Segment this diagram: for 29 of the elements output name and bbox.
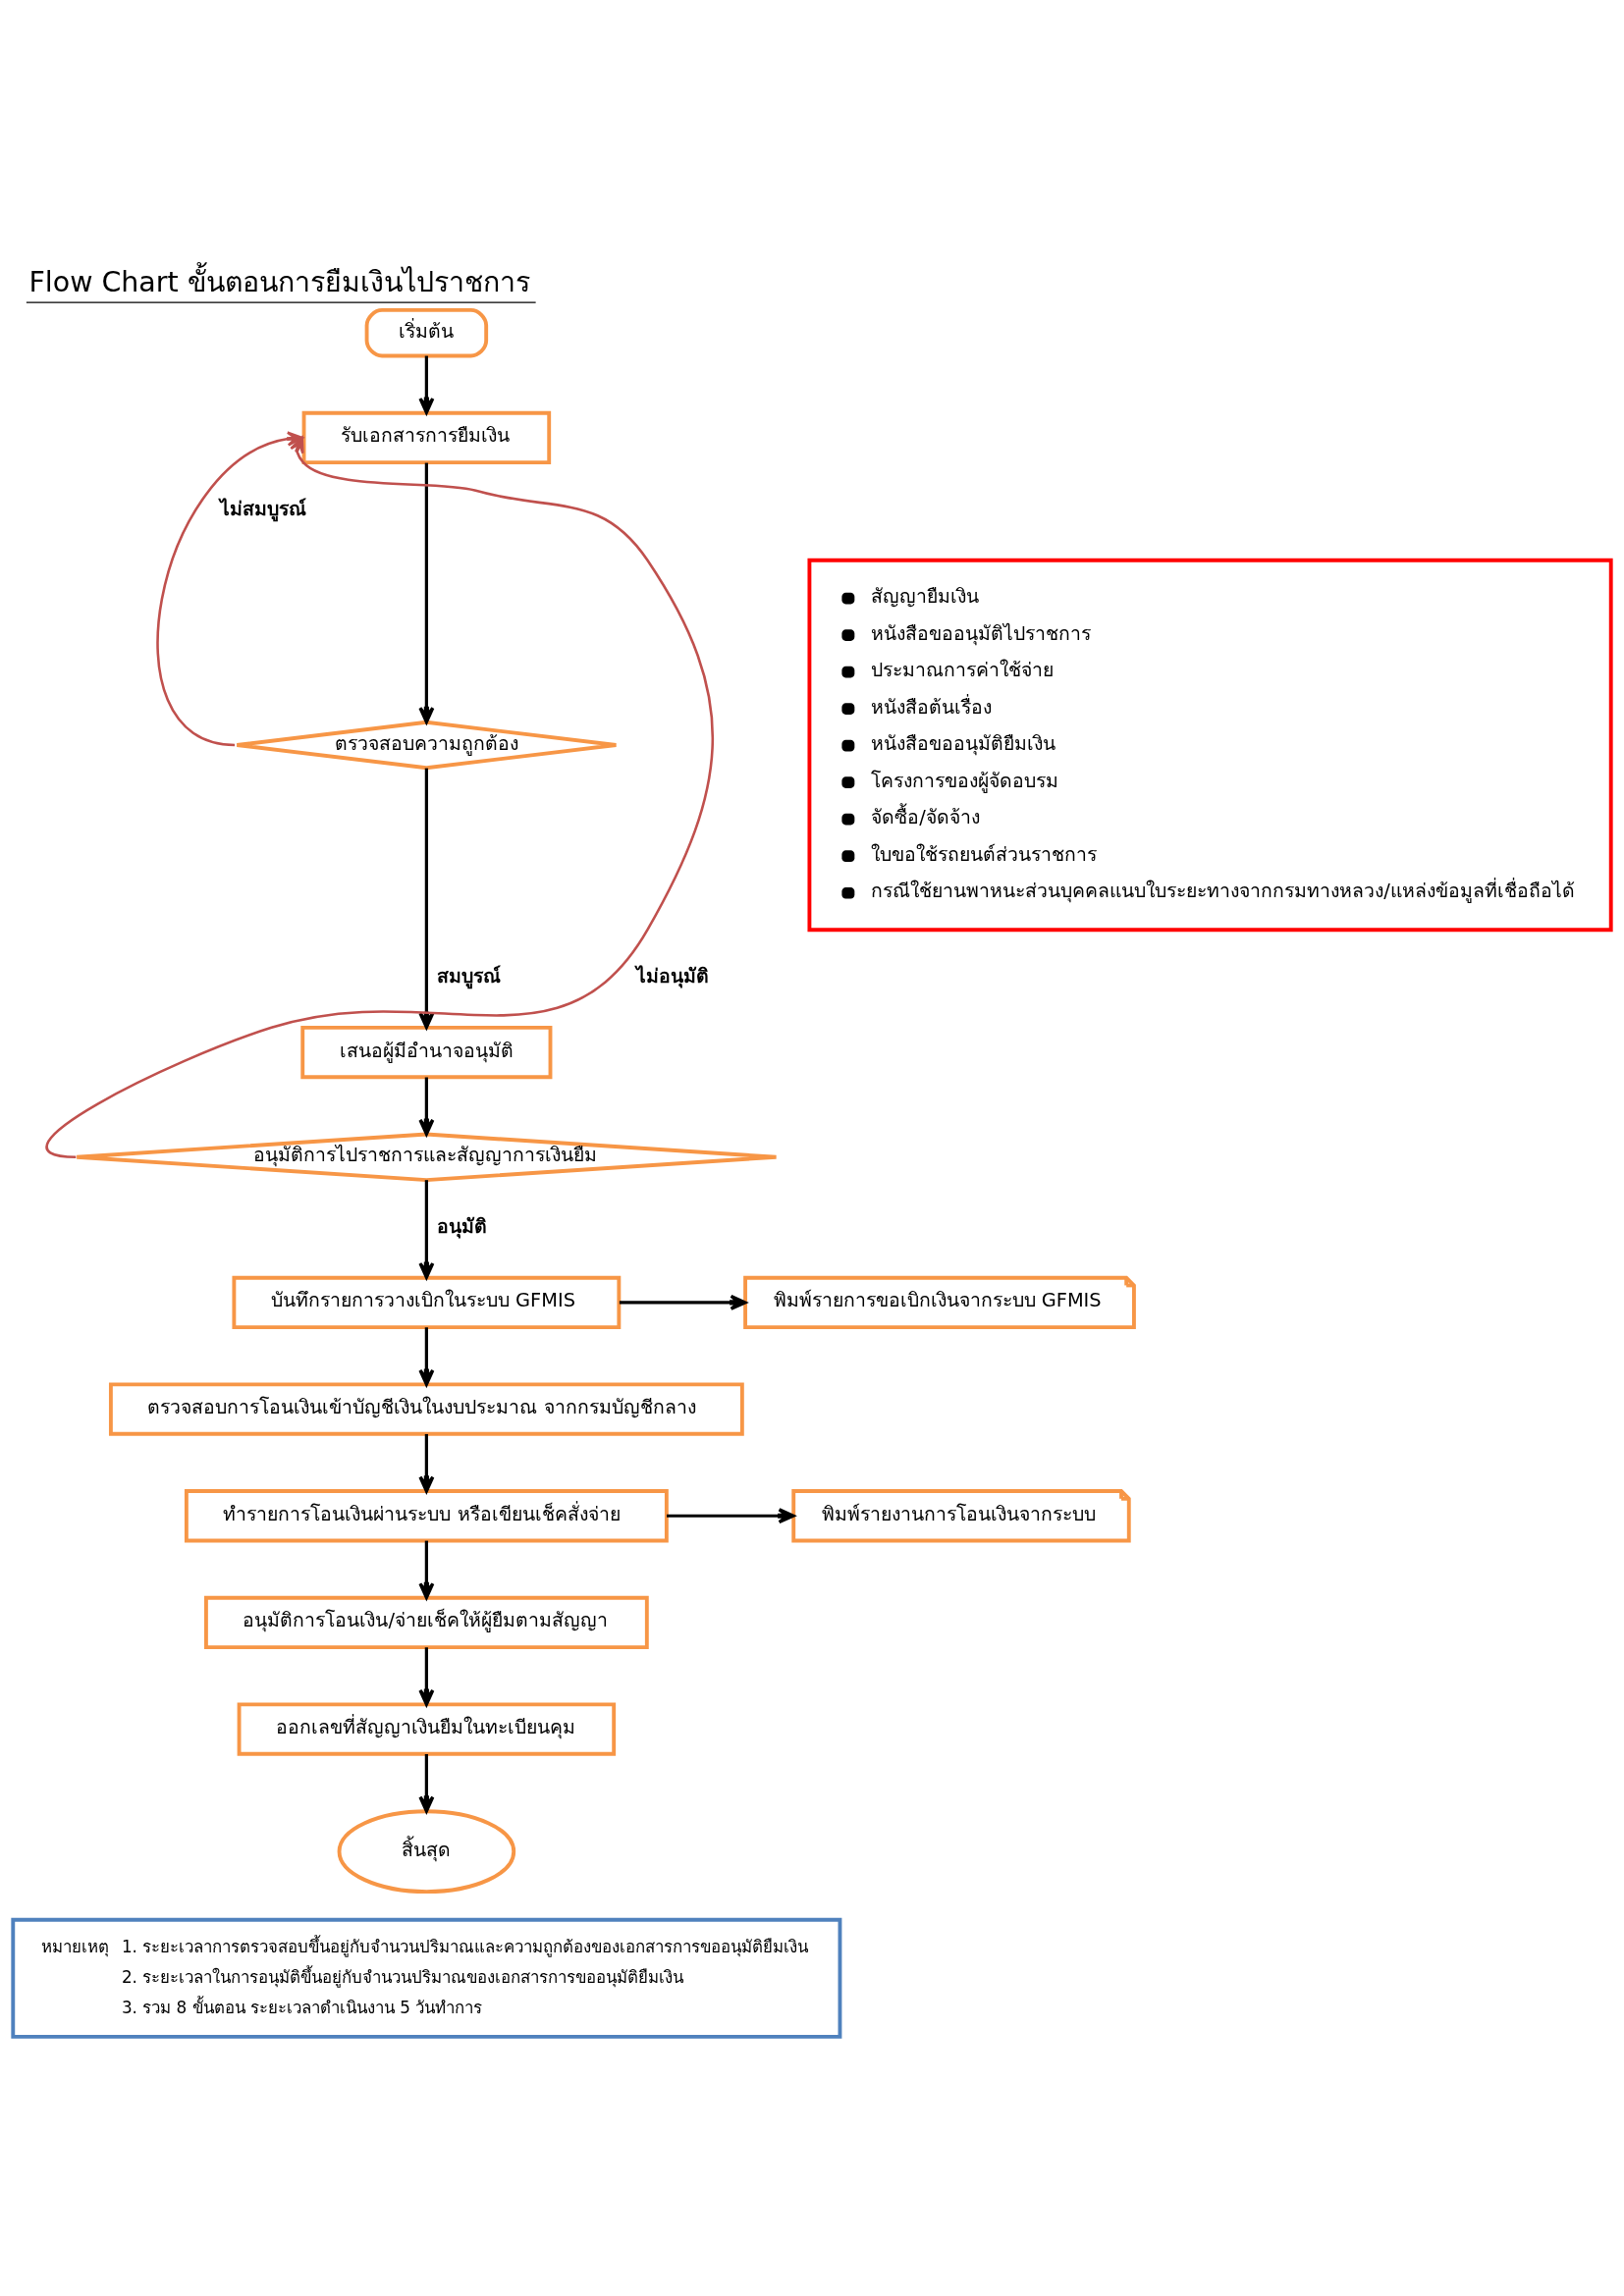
- node-box: รับเอกสารการยืมเงิน: [301, 410, 552, 465]
- edge-label: ไม่อนุมัติ: [635, 964, 709, 988]
- node-ellipse: สิ้นสุด: [337, 1809, 516, 1895]
- node-box: ออกเลขที่สัญญาเงินยืมในทะเบียนคุม: [237, 1702, 617, 1756]
- arrow: [418, 1647, 435, 1706]
- node-box: ทำรายการโอนเงินผ่านระบบ หรือเขียนเช็คสั่งจ่าย: [184, 1489, 669, 1543]
- node-diamond: อนุมัติการไปราชการและสัญญาการเงินยืม: [75, 1132, 779, 1182]
- arrow: [418, 462, 435, 724]
- edge-label: ไม่สมบูรณ์: [219, 497, 306, 520]
- arrow: [418, 355, 435, 415]
- node-box: ตรวจสอบการโอนเงินเข้าบัญชีเงินในงบประมาณ จากกรมบัญชีกลาง: [108, 1382, 744, 1436]
- arrow: [46, 436, 714, 1159]
- edge-label: อนุมัติ: [436, 1214, 487, 1238]
- arrow: [418, 1540, 435, 1600]
- node-box: บันทึกรายการวางเบิกในระบบ GFMIS: [232, 1275, 622, 1330]
- arrow: [418, 1753, 435, 1813]
- node-box: เสนอผู้มีอำนาจอนุมัติ: [300, 1025, 553, 1080]
- node-box: หมายเหตุ 1. ระยะเวลาการตรวจสอบขึ้นอยู่กับจำนวนปริมาณและความถูกต้องของเอกสารการขออนุมัติยืมเงิน 2. ระยะเวลาในการอนุมัติขึ้นอยู่กับจำนวนปริมาณของเอกสารการขออนุมัติยืมเงิน 3. รวม 8 ขั้นตอน ระยะเวลาดำเนินงาน 5 วันทำการ: [11, 1917, 842, 2039]
- edge-label: สมบูรณ์: [436, 964, 501, 988]
- arrow: [418, 1180, 435, 1279]
- node-box: เริ่มต้น: [364, 308, 489, 358]
- arrow: [418, 1327, 435, 1386]
- arrow: [418, 1077, 435, 1136]
- node-diamond: ตรวจสอบความถูกต้อง: [235, 720, 619, 771]
- arrow: [418, 1433, 435, 1493]
- arrow: [619, 1294, 747, 1310]
- node-box: สัญญายืมเงิน หนังสือขออนุมัติไปราชการ ประมาณการค่าใช้จ่าย หนังสือต้นเรื่อง หนังสือขออนุมัติยืมเงิน โครงการของผู้จัดอบรม จัดซื้อ/จัดจ้าง ใบขอใช้รถยนต์ส่วนราชการ กรณีใช้ยานพาหนะส่วนบุคคลแนบใบระยะทางจากกรมทางหลวง/แหล่งข้อมูลที่เชื่อถือได้: [807, 558, 1613, 933]
- node-box: อนุมัติการโอนเงิน/จ่ายเช็คให้ผู้ยืมตามสัญญา: [204, 1595, 649, 1650]
- arrow: [667, 1508, 795, 1524]
